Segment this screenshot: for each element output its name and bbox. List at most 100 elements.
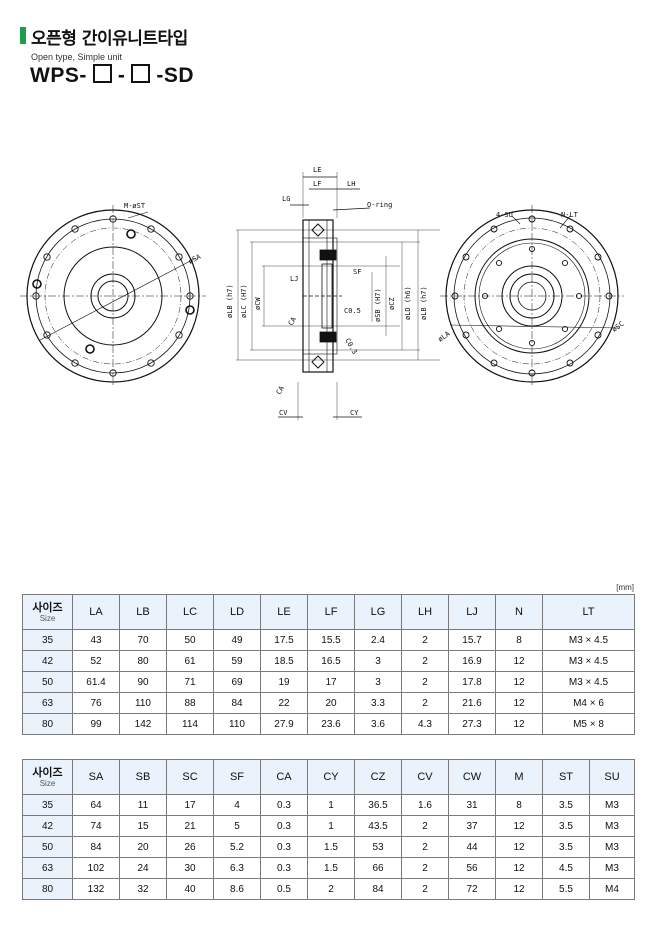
size-cell: 35 <box>22 794 73 816</box>
value-cell: 3.3 <box>354 692 402 714</box>
value-cell: 0.3 <box>260 857 308 879</box>
column-header: SB <box>119 759 167 795</box>
value-cell: M3 <box>589 794 635 816</box>
value-cell: 0.3 <box>260 836 308 858</box>
label-la: øLA <box>437 329 453 343</box>
column-header: SF <box>213 759 261 795</box>
page-subtitle: Open type, Simple unit <box>31 52 123 62</box>
column-header: LG <box>354 594 402 630</box>
value-cell: 2 <box>401 671 449 693</box>
column-header: LF <box>307 594 355 630</box>
size-cell: 63 <box>22 692 73 714</box>
page-title: 오픈형 간이유니트타입 <box>31 29 188 49</box>
column-header: LJ <box>448 594 496 630</box>
screw-heads-left <box>32 229 195 354</box>
value-cell: 52 <box>72 650 120 672</box>
value-cell: M3 × 4.5 <box>542 650 635 672</box>
value-cell: 99 <box>72 713 120 735</box>
value-cell: 12 <box>495 671 543 693</box>
column-header: LB <box>119 594 167 630</box>
label-c05: C0.5 <box>344 307 361 315</box>
value-cell: 27.9 <box>260 713 308 735</box>
value-cell: 66 <box>354 857 402 879</box>
size-header-en: Size <box>39 778 56 788</box>
value-cell: 88 <box>166 692 214 714</box>
value-cell: 15.7 <box>448 629 496 651</box>
value-cell: 53 <box>354 836 402 858</box>
column-header: LE <box>260 594 308 630</box>
value-cell: 49 <box>213 629 261 651</box>
value-cell: 15 <box>119 815 167 837</box>
label-lb-right: øLB (h7) <box>420 286 428 320</box>
value-cell: 11 <box>119 794 167 816</box>
value-cell: 19 <box>260 671 308 693</box>
value-cell: 90 <box>119 671 167 693</box>
value-cell: 26 <box>166 836 214 858</box>
value-cell: 36.5 <box>354 794 402 816</box>
value-cell: 110 <box>119 692 167 714</box>
label-le: LE <box>313 166 321 174</box>
label-su: 4-SU <box>496 211 513 219</box>
value-cell: 20 <box>307 692 355 714</box>
value-cell: 2 <box>401 836 449 858</box>
value-cell: 27.3 <box>448 713 496 735</box>
technical-drawing: M-øST øSA LE LF L <box>20 166 626 420</box>
value-cell: 2 <box>401 857 449 879</box>
column-header: SC <box>166 759 214 795</box>
value-cell: 50 <box>166 629 214 651</box>
size-header-ko: 사이즈 <box>32 765 63 779</box>
column-header: N <box>495 594 543 630</box>
value-cell: 12 <box>495 815 543 837</box>
bolt-holes-left <box>32 215 194 377</box>
value-cell: M4 × 6 <box>542 692 635 714</box>
unit-label: [mm] <box>616 583 634 592</box>
value-cell: 2 <box>401 692 449 714</box>
value-cell: 114 <box>166 713 214 735</box>
column-header: M <box>495 759 543 795</box>
size-cell: 80 <box>22 878 73 900</box>
size-cell: 42 <box>22 650 73 672</box>
value-cell: 12 <box>495 713 543 735</box>
column-header: CV <box>401 759 449 795</box>
value-cell: 23.6 <box>307 713 355 735</box>
value-cell: 3.5 <box>542 815 590 837</box>
column-header: CW <box>448 759 496 795</box>
size-cell: 50 <box>22 671 73 693</box>
label-ca-bottom: CA <box>275 384 287 396</box>
value-cell: 69 <box>213 671 261 693</box>
value-cell: 70 <box>119 629 167 651</box>
value-cell: M5 × 8 <box>542 713 635 735</box>
value-cell: M3 <box>589 836 635 858</box>
model-code: WPS---SD <box>30 64 194 88</box>
value-cell: 2 <box>401 629 449 651</box>
column-header: LD <box>213 594 261 630</box>
value-cell: 16.5 <box>307 650 355 672</box>
value-cell: 3.5 <box>542 794 590 816</box>
section-view <box>236 172 440 420</box>
value-cell: 20 <box>119 836 167 858</box>
value-cell: 84 <box>72 836 120 858</box>
column-header: SA <box>72 759 120 795</box>
label-sf: SF <box>353 268 361 276</box>
model-prefix: WPS- <box>30 64 87 87</box>
value-cell: 0.3 <box>260 815 308 837</box>
value-cell: 31 <box>448 794 496 816</box>
value-cell: 2.4 <box>354 629 402 651</box>
column-header: LA <box>72 594 120 630</box>
value-cell: 1 <box>307 815 355 837</box>
value-cell: 43.5 <box>354 815 402 837</box>
label-cv: CV <box>279 409 288 417</box>
size-cell: 63 <box>22 857 73 879</box>
value-cell: 71 <box>166 671 214 693</box>
label-cw: øCW <box>254 297 262 310</box>
value-cell: 16.9 <box>448 650 496 672</box>
size-cell: 50 <box>22 836 73 858</box>
value-cell: 80 <box>119 650 167 672</box>
